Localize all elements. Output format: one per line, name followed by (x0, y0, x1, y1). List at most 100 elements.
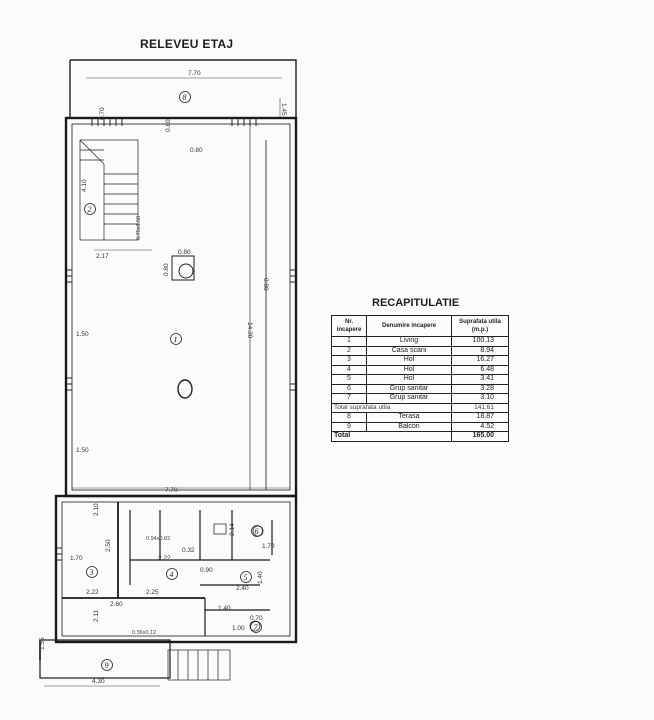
dim-hall-5-depth: 1.40 (257, 571, 264, 584)
dim-balcony-opening: 0.36x0.12 (132, 630, 156, 636)
table-row: 8 Terasa 18.87 (331, 412, 509, 423)
dim-wc-7-door: 1.00 (232, 625, 245, 632)
dim-terrace-width: 7.70 (188, 70, 201, 77)
table-row: 5 Hol 3.41 (331, 374, 509, 385)
dim-column-1: 0.80 (178, 249, 191, 256)
room-number-5: 5 (244, 573, 248, 582)
windows (56, 118, 296, 561)
total-value: 165.00 (451, 431, 509, 442)
plan-title: RELEVEU ETAJ (140, 37, 234, 51)
dim-window-1: 0.70 (99, 107, 106, 120)
total-row: Total 165.00 (331, 431, 509, 442)
row-name: Hol (366, 364, 452, 375)
sanitary-fixtures (213, 523, 264, 632)
recap-title: RECAPITULATIE (372, 297, 460, 309)
living-outer-wall (64, 116, 298, 498)
service-inner-wall (61, 501, 291, 637)
service-outer-wall (54, 494, 298, 644)
dim-door-1: 0.80 (165, 119, 172, 132)
room-marker-9 (101, 659, 113, 671)
row-area: 8.94 (451, 345, 509, 356)
dim-hall-5-width: 2.40 (236, 585, 249, 592)
dim-door-2: 0.80 (190, 147, 203, 154)
row-nr: 8 (331, 412, 367, 423)
dim-stair-width: 2.17 (96, 253, 109, 260)
dim-wc-7-depth: 0.70 (250, 615, 263, 622)
dim-living-length: 14.30 (246, 322, 253, 339)
dim-window-left-2: 1.50 (76, 447, 89, 454)
room-marker-6 (251, 525, 263, 537)
table-row: 9 Balcon 4.52 (331, 421, 509, 432)
dim-shaft: 0.94x0.82 (146, 536, 170, 542)
header-name: Denumire incapere (366, 315, 452, 337)
dim-balcony-width: 4.30 (92, 678, 105, 685)
room-marker-1 (170, 333, 182, 345)
dim-hall-depth: 2.10 (93, 503, 100, 516)
total-label: Total (331, 431, 452, 442)
room-number-3: 3 (89, 568, 94, 577)
table-row: 3 Hol 16.27 (331, 355, 509, 366)
subtotal-row: Total suprafata utila 141.61 (331, 402, 509, 413)
table-row: 2 Casa scarii 8.94 (331, 345, 509, 356)
dim-window-right: 0.80 (262, 278, 269, 291)
room-marker-3 (86, 566, 98, 578)
dim-wc-6-depth: 2.14 (229, 523, 236, 536)
header-nr: Nr. incapere (331, 315, 367, 337)
dim-terrace-depth: 1.45 (280, 103, 287, 116)
dim-stair-opening: 0.75x1.50 (136, 216, 142, 240)
row-area: 16.27 (451, 355, 509, 366)
row-name: Terasa (366, 412, 452, 423)
room-number-2: 2 (88, 205, 92, 214)
column-element (171, 255, 195, 281)
dim-hall-6-door: 0.90 (200, 567, 213, 574)
dim-hall-length: 2.50 (105, 539, 112, 552)
room-number-7: 7 (254, 623, 259, 632)
table-row: 4 Hol 6.48 (331, 364, 509, 375)
dim-column-2: 0.80 (163, 263, 170, 276)
room-number-1: 1 (174, 335, 178, 344)
exterior-stairs (167, 649, 231, 681)
recap-header-row: Nr. incapere Denumire incapere Suprafata… (331, 315, 509, 337)
row-name: Living (366, 336, 452, 347)
row-area: 6.48 (451, 364, 509, 375)
terrace-outline (70, 59, 297, 118)
room-number-8: 8 (183, 93, 187, 102)
row-area: 18.87 (451, 412, 509, 423)
row-nr: 2 (331, 345, 367, 356)
row-nr: 5 (331, 374, 367, 385)
row-area: 3.41 (451, 374, 509, 385)
table-row: 6 Grup sanitar 3.28 (331, 383, 509, 394)
row-nr: 7 (331, 393, 367, 404)
row-nr: 9 (331, 421, 367, 432)
subtotal-label: Total suprafata utila (331, 402, 452, 413)
row-name: Balcon (366, 421, 452, 432)
row-name: Casa scarii (366, 345, 452, 356)
dim-wc-6-width: 1.70 (262, 543, 275, 550)
row-area: 100.13 (451, 336, 509, 347)
staircase (79, 139, 139, 241)
dim-balcony-left: 1.55 (39, 637, 46, 650)
dim-hall-3-width: 2.22 (86, 589, 99, 596)
room-marker-7 (250, 621, 262, 633)
dim-window-left: 1.50 (76, 331, 89, 338)
row-nr: 1 (331, 336, 367, 347)
dim-hall-6-length: 2.25 (146, 589, 159, 596)
dim-balcony-length: 2.11 (93, 609, 100, 622)
room-number-4: 4 (170, 570, 174, 579)
row-name: Hol (366, 355, 452, 366)
row-name: Grup sanitar (366, 383, 452, 394)
row-name: Hol (366, 374, 452, 385)
dim-stair-length: 4.10 (81, 179, 88, 192)
room-number-9: 9 (105, 661, 109, 670)
row-nr: 6 (331, 383, 367, 394)
row-area: 4.52 (451, 421, 509, 432)
dim-window-bottom: 1.70 (70, 555, 83, 562)
row-nr: 4 (331, 364, 367, 375)
dim-balcony-depth: 2.60 (110, 601, 123, 608)
row-name: Grup sanitar (366, 393, 452, 404)
balcony-outline (39, 639, 171, 679)
room-marker-4 (166, 568, 178, 580)
room-number-6: 6 (255, 527, 259, 536)
table-row: 7 Grup sanitar 3.10 (331, 393, 509, 404)
